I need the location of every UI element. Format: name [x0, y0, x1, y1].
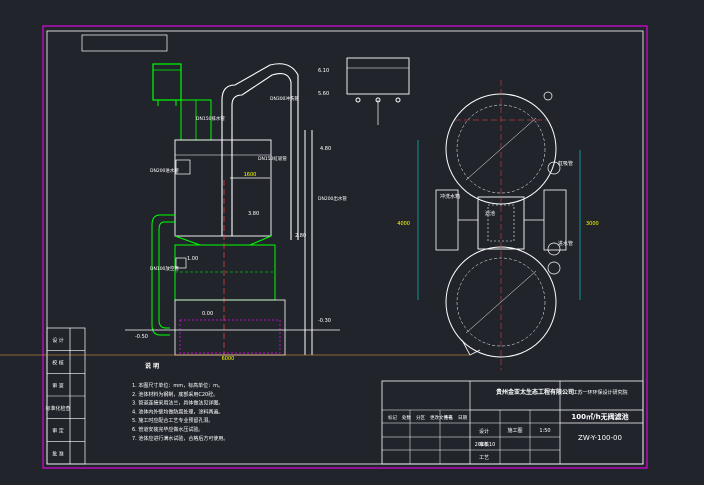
revision-header: 分区: [416, 414, 425, 421]
drawing-date: 2018.10: [475, 442, 496, 448]
note-item: 2. 池体材料为钢制，底部采用C20砼。: [132, 391, 218, 398]
revision-header: 处数: [402, 414, 411, 421]
dimension-label-4000: 4000: [397, 221, 410, 227]
note-item: 5. 施工时应配合工艺专业预留孔洞。: [132, 417, 213, 424]
pipe-label: DN150排水管: [196, 115, 225, 122]
revision-header: 签名: [444, 414, 453, 421]
drawing-title: 100㎡/h无阀滤池: [571, 412, 628, 421]
elevation-label: -0.30: [318, 318, 331, 324]
institute-name: 江苏一环环保设计研究院: [572, 389, 627, 396]
company-name: 贵州金亚太生态工程有限公司: [496, 388, 574, 396]
pipe-label: DN150虹吸管: [258, 155, 287, 162]
section-elevation-view: 1600 6000: [125, 63, 340, 362]
notes-block: 说 明 1. 本图尺寸单位：mm，标高单位：m。 2. 池体材料为钢制，底部采用C2…: [132, 362, 228, 442]
revision-header: 标记: [388, 414, 397, 421]
elevation-label: 0.00: [202, 311, 213, 317]
left-column-label: 批 准: [52, 450, 64, 457]
notes-heading: 说 明: [145, 362, 159, 370]
left-column-label: 标准化检查: [45, 405, 70, 412]
note-item: 1. 本图尺寸单位：mm，标高单位：m。: [132, 382, 223, 389]
note-item: 4. 池体内外壁均做防腐处理，涂料两遍。: [132, 408, 223, 415]
plan-label: 虹吸管: [558, 160, 573, 167]
elevation-label: -0.50: [135, 334, 148, 340]
dimension-label-1600: 1600: [244, 172, 257, 178]
signature-row-label: 设计: [479, 428, 489, 435]
corner-box: [81, 34, 168, 52]
plan-label: 进水管: [558, 240, 573, 247]
text-labels-layer: 6.10 5.60 4.80 3.80 2.80 1.00 0.00 -0.30 -0.50 DN…: [135, 68, 573, 340]
flushing-tank-detail: [346, 57, 410, 125]
drawing-stage: 施工图: [507, 427, 522, 434]
signature-row-label: 审核: [479, 441, 489, 448]
drawing-number: ZW-Y-100-00: [578, 434, 622, 442]
left-column-label: 审 定: [52, 428, 64, 435]
dimension-label-3000: 3000: [586, 221, 599, 227]
left-column-label: 校 核: [52, 360, 64, 367]
revision-header: 更改文件号: [430, 414, 453, 421]
note-item: 3. 管道连接采用法兰，具体做法见详图。: [132, 400, 223, 407]
signature-row-label: 工艺: [479, 455, 489, 461]
left-column-label: 审 查: [52, 382, 64, 389]
scale-value: 1:50: [539, 428, 550, 434]
plan-label: 滤池: [485, 210, 495, 217]
elevation-label: 3.80: [248, 211, 259, 217]
elevation-label: 1.00: [187, 256, 198, 262]
left-column-label: 设 计: [52, 337, 64, 344]
pipe-label: DN100放空管: [150, 265, 179, 272]
plan-label: 冲洗水箱: [440, 193, 460, 200]
elevation-label: 2.80: [295, 233, 306, 239]
inner-frame: [46, 30, 644, 465]
pipe-label: DN300冲洗管: [270, 95, 299, 102]
outer-frame: [42, 25, 648, 469]
revision-header: 日期: [458, 415, 467, 421]
plan-view: 3000 4000: [397, 80, 599, 370]
note-item: 6. 管道安装完毕应做水压试验。: [132, 426, 203, 433]
dimension-label-6000: 6000: [222, 356, 235, 362]
elevation-label: 4.80: [320, 146, 331, 152]
pipe-label: DN200进水管: [150, 167, 179, 174]
elevation-label: 5.60: [318, 91, 329, 97]
elevation-label: 6.10: [318, 68, 329, 74]
pipe-label: DN200出水管: [318, 195, 347, 202]
note-item: 7. 池体应进行满水试验，合格后方可使用。: [132, 435, 228, 442]
